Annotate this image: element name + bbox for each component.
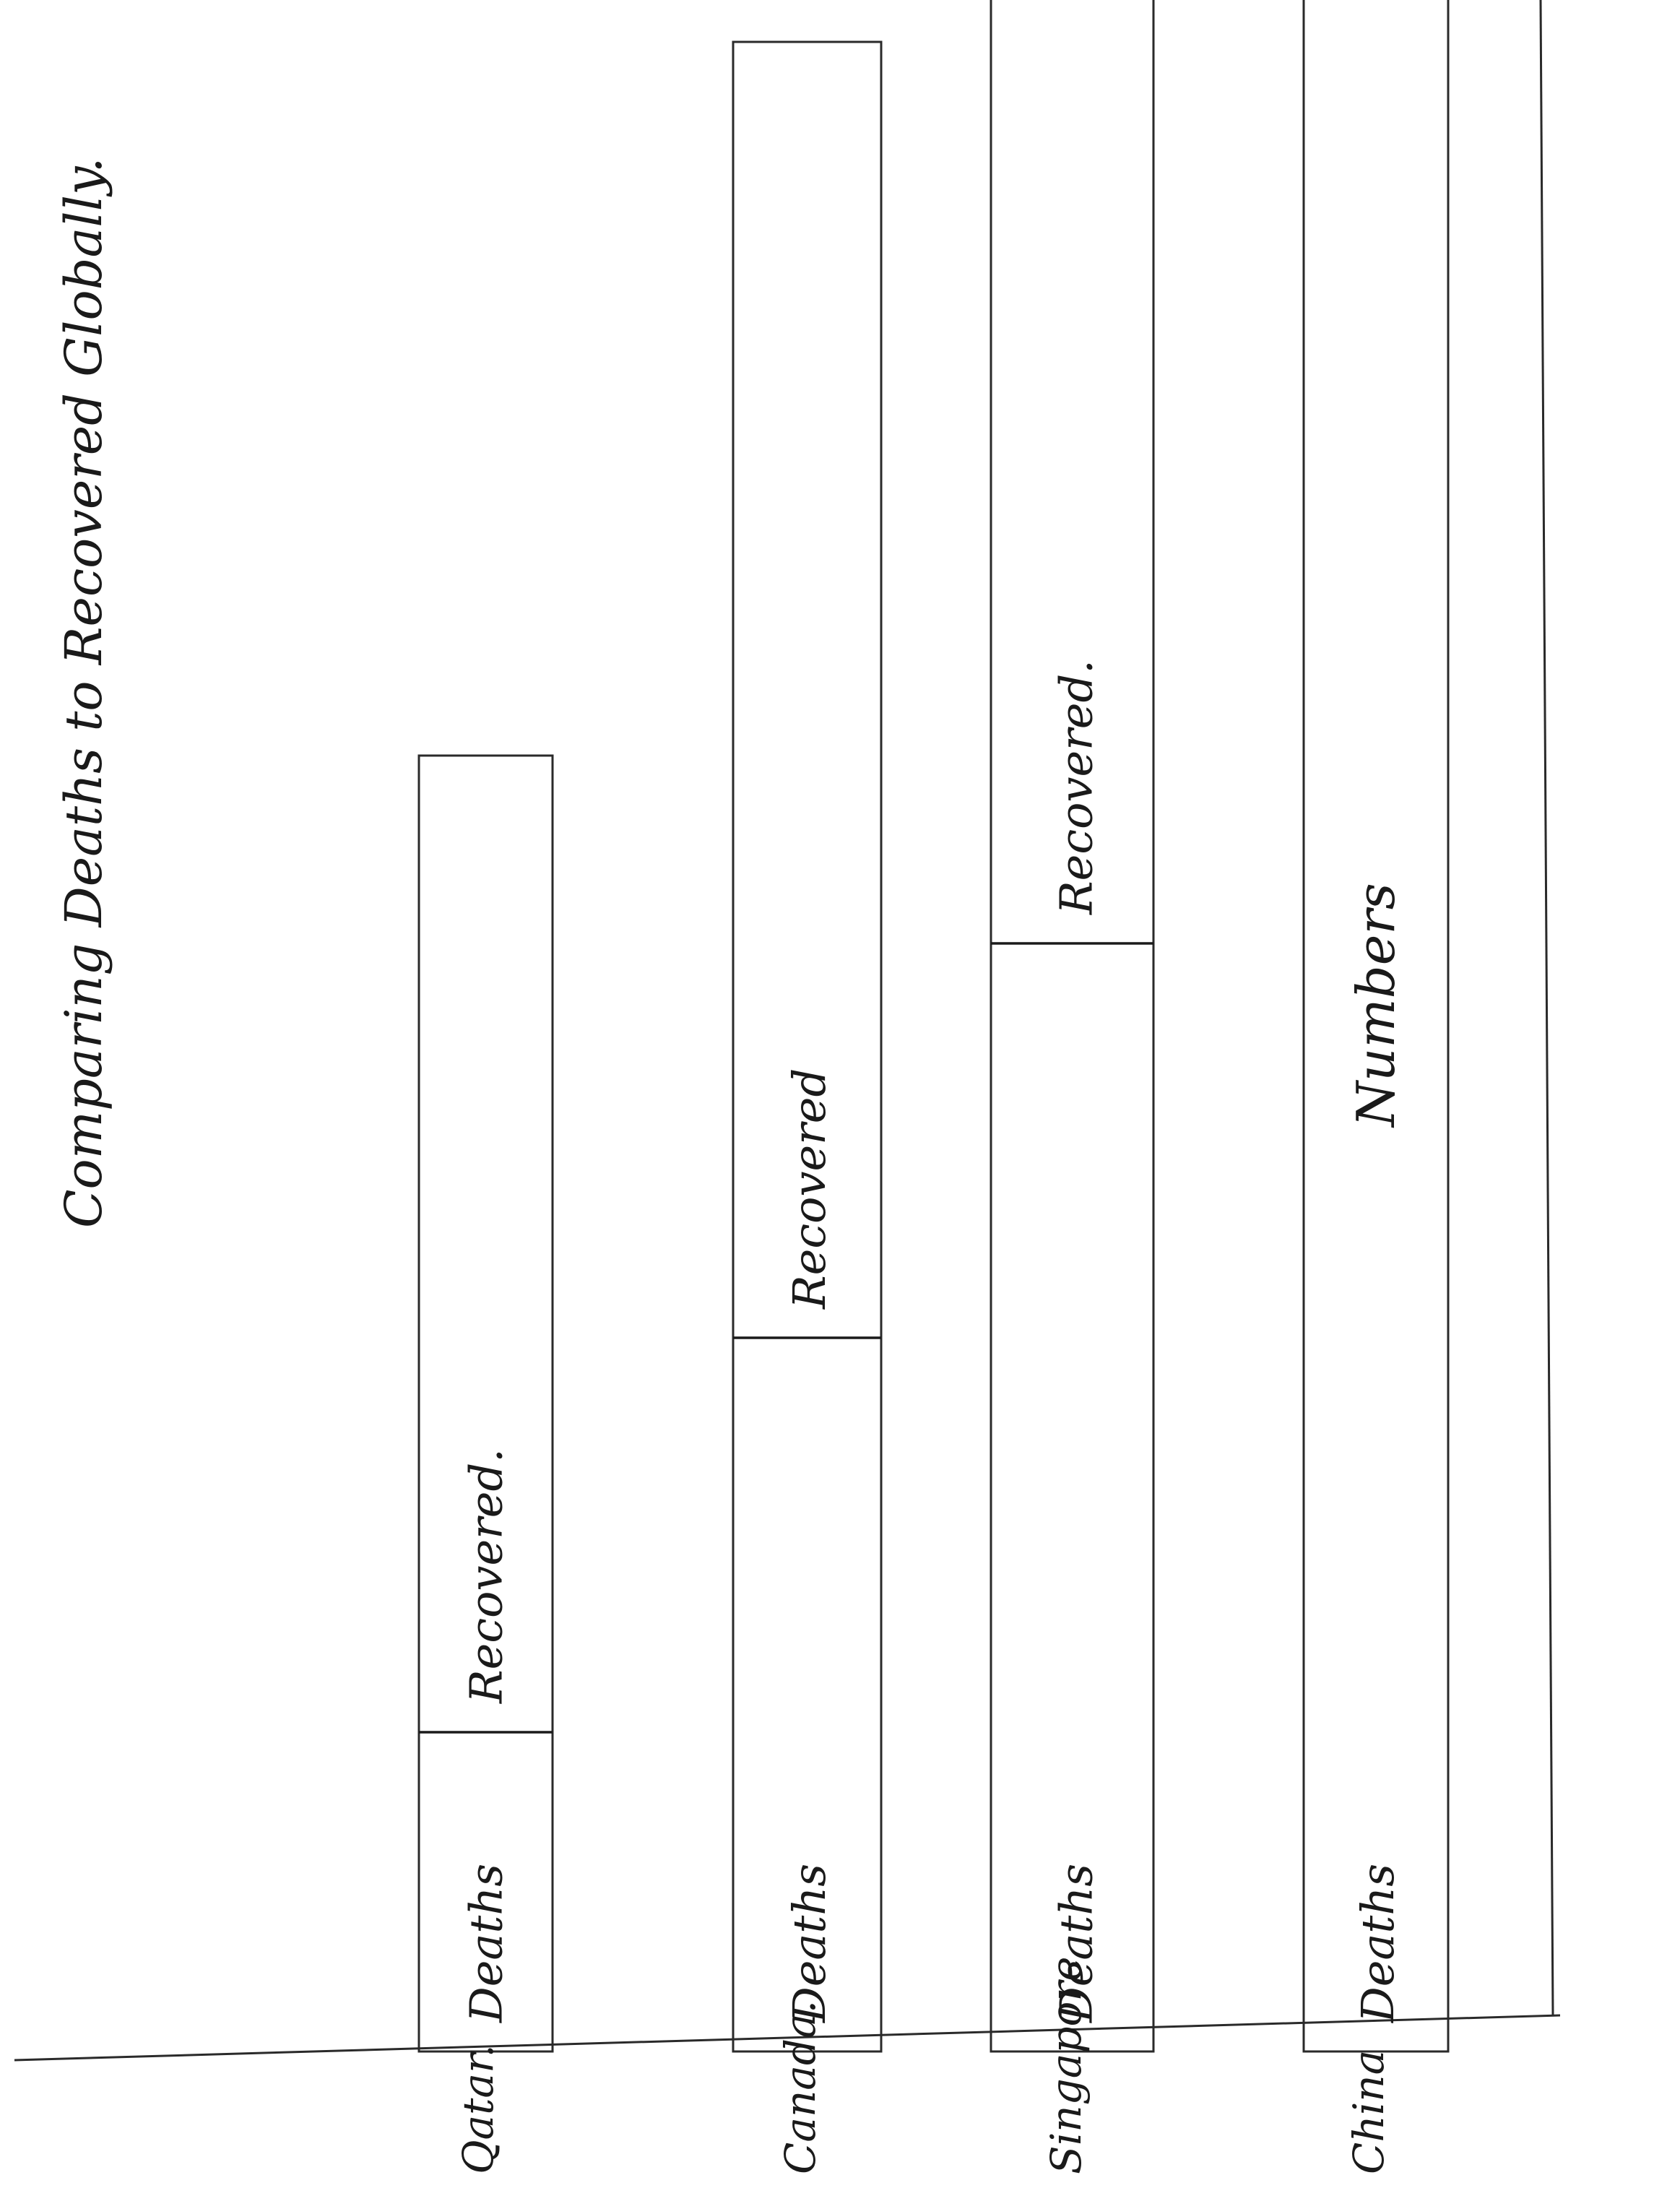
value-axis-label: Numbers <box>1346 883 1406 1128</box>
value-axis-line <box>1539 0 1554 2016</box>
category-label-0: Qatar. <box>454 2044 503 2174</box>
recovered-segment-label-0: Recovered. <box>460 1448 513 1704</box>
deaths-segment-label-2: Deaths <box>1050 1864 1103 2023</box>
bars-layer: Deaths Recovered. Qatar. Deaths RecoveredCan… <box>417 0 1450 2174</box>
category-label-1: Canada. <box>776 2000 825 2174</box>
deaths-segment-label-3: Deaths <box>1351 1864 1404 2023</box>
bar-recovered-3 <box>1302 0 1450 2053</box>
bar-recovered-0 <box>417 754 554 2053</box>
deaths-segment-label-0: Deaths <box>460 1864 513 2023</box>
chart-title: Comparing Deaths to Recovered Globally. <box>54 157 113 1228</box>
recovered-segment-label-2: Recovered. <box>1050 660 1103 915</box>
category-label-3: China <box>1344 2050 1393 2174</box>
category-axis-line <box>14 2014 1561 2062</box>
bar-recovered-1 <box>732 40 883 2053</box>
deaths-segment-label-1: Deaths <box>783 1864 836 2023</box>
bar-recovered-2 <box>990 0 1155 2053</box>
category-label-2: Singapore <box>1042 1957 1091 2174</box>
recovered-segment-label-1: Recovered <box>783 1068 836 1310</box>
